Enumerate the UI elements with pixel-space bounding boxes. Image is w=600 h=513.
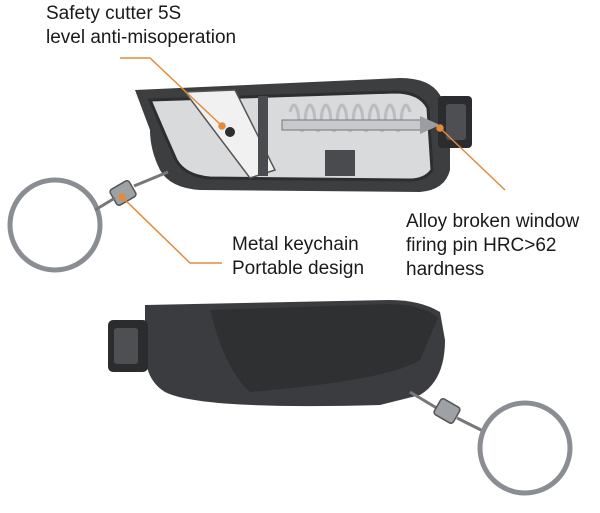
device-cutaway [7,78,472,273]
callout-cutter-line [120,57,223,127]
label-firing-pin-line2: firing pin HRC>62 [406,235,557,256]
keychain-bottom [409,390,573,496]
callout-pin-line [439,127,506,191]
label-keychain-line1: Metal keychain [232,234,359,255]
label-firing-pin-line3: hardness [406,259,485,280]
label-keychain: Metal keychain Portable design [232,233,364,281]
keychain-top [7,170,169,273]
label-safety-cutter-line2: level anti-misoperation [46,27,237,48]
firing-pin-tip [420,116,440,134]
firing-pin-spring [288,103,412,133]
callout-keychain-line [121,196,222,264]
label-safety-cutter: Safety cutter 5S level anti-misoperation [46,2,236,50]
label-safety-cutter-line1: Safety cutter 5S [46,3,182,24]
callout-lines [118,57,506,264]
label-firing-pin: Alloy broken window firing pin HRC>62 ha… [406,210,579,282]
label-firing-pin-line1: Alloy broken window [406,211,580,232]
label-keychain-line2: Portable design [232,258,365,279]
device-exterior [108,300,573,496]
